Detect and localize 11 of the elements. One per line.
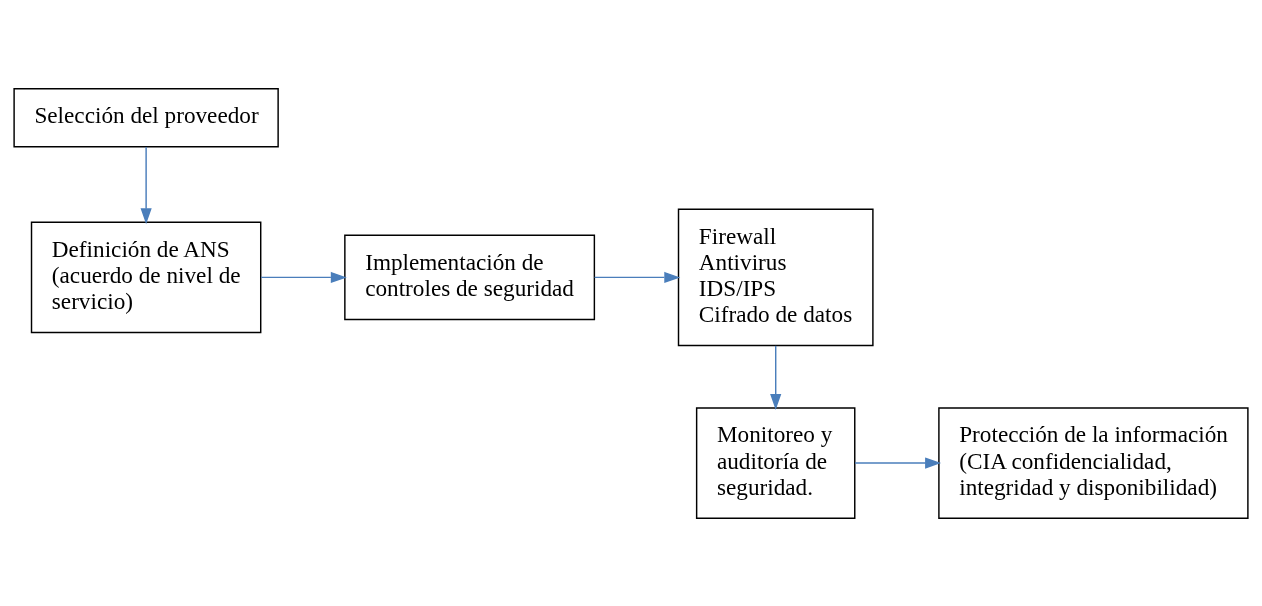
node-box: Firewall Antivirus IDS/IPS Cifrado de datos — [677, 208, 874, 346]
arrow — [140, 145, 152, 224]
node-box: Monitoreo y auditoría de seguridad. — [695, 406, 856, 519]
arrow — [260, 271, 347, 283]
node-box: Definición de ANS (acuerdo de nivel de servicio) — [30, 221, 262, 333]
node-box: Selección del proveedor — [13, 87, 279, 148]
arrow — [770, 344, 782, 410]
node-box: Implementación de controles de seguridad — [344, 234, 596, 320]
arrow — [593, 271, 681, 283]
arrow — [854, 456, 942, 469]
node-box: Protección de la información (CIA confidencialidad, integridad y disponibilidad) — [938, 406, 1249, 519]
